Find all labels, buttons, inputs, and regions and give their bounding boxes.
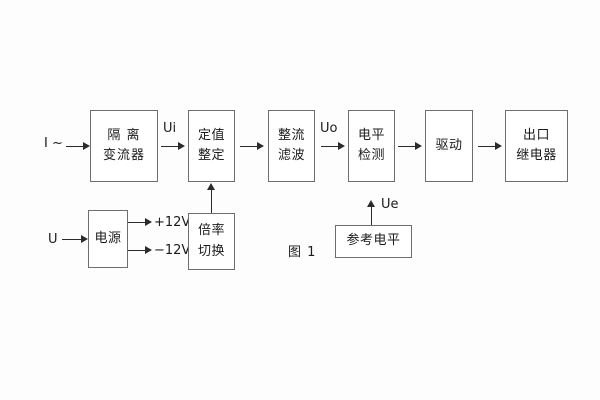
voltage-input-label: U <box>48 232 58 247</box>
block-driver[interactable]: 驱动 <box>425 110 473 182</box>
connector-rail-positive <box>128 222 146 223</box>
block-driver-line1: 驱动 <box>435 137 463 153</box>
connector-input-to-isolation-ct <box>66 146 84 147</box>
rail-negative-label: −12V <box>154 243 191 258</box>
block-output-relay-line1: 出口 <box>522 127 550 143</box>
rail-positive-label: +12V <box>154 215 191 230</box>
arrow-isolation-ct-to-setting <box>178 142 185 150</box>
block-reference-level-line1: 参考电平 <box>346 233 401 249</box>
connector-rail-negative <box>128 250 146 251</box>
block-isolation-ct-line2: 变流器 <box>102 148 145 163</box>
block-level-detect[interactable]: 电平 检测 <box>348 110 395 182</box>
connector-isolation-ct-to-setting <box>161 146 179 147</box>
arrow-reference-level-to-level-detect <box>367 200 375 207</box>
ui-signal-label: Ui <box>163 121 177 136</box>
block-ratio-switch-line2: 切换 <box>197 243 225 259</box>
ue-signal-label: Ue <box>381 197 399 212</box>
block-setting-line2: 整定 <box>197 148 225 163</box>
arrow-setting-to-rectifier <box>257 142 264 150</box>
block-isolation-ct-line1: 隔 离 <box>107 127 141 143</box>
arrow-rail-negative <box>145 246 152 254</box>
arrow-level-detect-to-driver <box>415 142 422 150</box>
block-rectifier-filter[interactable]: 整流 滤波 <box>268 110 315 182</box>
block-ratio-switch-line1: 倍率 <box>197 223 225 239</box>
block-power-supply-line1: 电源 <box>94 230 122 246</box>
arrow-driver-to-output-relay <box>495 142 502 150</box>
block-level-detect-line1: 电平 <box>357 127 385 143</box>
connector-reference-level-to-level-detect <box>371 206 372 225</box>
block-reference-level[interactable]: 参考电平 <box>335 225 412 258</box>
arrow-input-to-isolation-ct <box>83 142 90 150</box>
arrow-ratio-switch-to-setting <box>207 183 215 190</box>
block-level-detect-line2: 检测 <box>357 148 385 163</box>
block-power-supply[interactable]: 电源 <box>88 210 128 268</box>
block-ratio-switch[interactable]: 倍率 切换 <box>188 213 235 270</box>
connector-input-to-power-supply <box>62 239 82 240</box>
connector-level-detect-to-driver <box>398 146 416 147</box>
arrow-rail-positive <box>145 218 152 226</box>
figure-caption: 图 1 <box>288 245 317 260</box>
connector-ratio-switch-to-setting <box>211 189 212 213</box>
arrow-rectifier-to-level-detect <box>338 142 345 150</box>
block-output-relay[interactable]: 出口 继电器 <box>505 110 568 182</box>
arrow-input-to-power-supply <box>81 235 88 243</box>
block-setting[interactable]: 定值 整定 <box>188 110 235 182</box>
block-output-relay-line2: 继电器 <box>516 148 557 163</box>
block-isolation-ct[interactable]: 隔 离 变流器 <box>90 110 158 182</box>
block-rectifier-filter-line2: 滤波 <box>277 148 305 163</box>
connector-setting-to-rectifier <box>240 146 258 147</box>
connector-rectifier-to-level-detect <box>321 146 339 147</box>
uo-signal-label: Uo <box>320 121 338 136</box>
current-input-label: I ~ <box>44 136 63 151</box>
connector-driver-to-output-relay <box>478 146 496 147</box>
block-setting-line1: 定值 <box>197 127 225 143</box>
block-rectifier-filter-line1: 整流 <box>277 127 305 143</box>
